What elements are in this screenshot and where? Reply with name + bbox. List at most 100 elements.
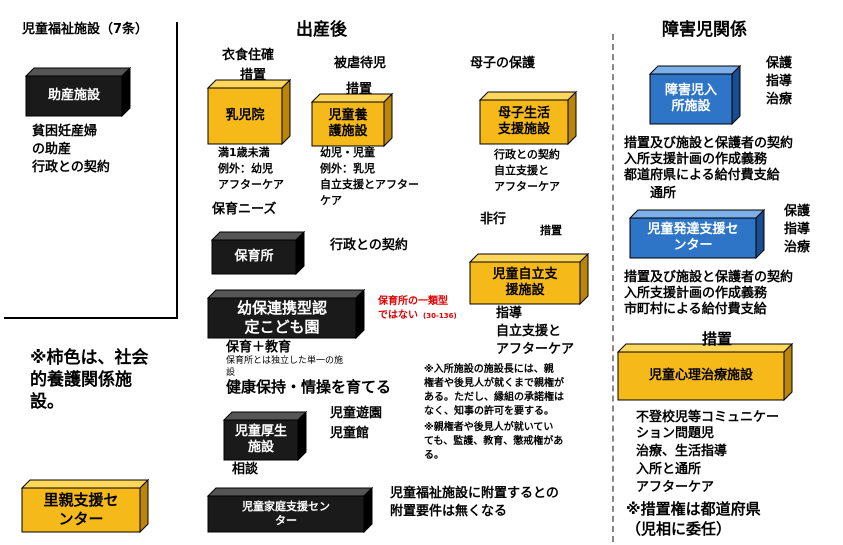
hattatsu-note-3: 市町村による給付費支給 [624,302,767,317]
kodomoen-red-note-2: ではない [378,310,418,321]
jido-jiritsu-label: 児童自立支 援施設 [492,266,558,298]
right-section-divider [612,34,614,542]
box-front-face [649,73,733,125]
box-top-face [20,479,150,489]
sochi-badge-2: 措置 [346,82,373,97]
right-header: 障害児関係 [662,20,747,40]
boshi-note-1: 行政との契約 [494,148,560,161]
boshi-note-2: 自立支援と [494,164,549,177]
hoiku-needs-label: 保育ニーズ [212,202,277,217]
box-top-face [206,289,366,299]
hattatsu-side-3: 治療 [784,240,811,255]
box-shape [210,230,306,276]
box-side-face [355,288,365,340]
box-front-face [223,419,299,461]
nyujiin-label: 乳児院 [225,107,265,123]
kodomoen-note-3: 健康保持・情操を育てる [226,378,392,396]
kodomoen-red-note-1: 保育所の一類型 [378,296,448,307]
box-front-face [207,297,357,339]
sodan-label: 相談 [232,462,259,477]
jido-hattatsu-shien-center-label: 児童発達支援セ ンター [647,221,739,253]
box-front-face [207,87,283,145]
sochi-badge-1: 措置 [240,68,267,83]
jido-shinri-chiryo-box: 児童心理治療施設 [616,342,794,402]
jido-katei-shien-center-box: 児童家庭支援セン ター [206,486,374,534]
josan-note-1: 貧困妊産婦 [32,124,98,139]
shinri-note-1: 不登校児等コミュニケー [636,410,780,425]
box-side-face [567,90,577,146]
box-shape [222,410,308,462]
box-shape [616,342,794,402]
boshi-seikatsu-label: 母子生活 支援施設 [497,105,550,137]
jido-hattatsu-shien-center-box: 児童発達支援セ ンター [628,208,766,260]
jiritsu-note-1: 指導 [496,306,523,321]
jido-shinri-chiryo-label: 児童心理治療施設 [648,367,753,383]
box-shape [648,64,742,126]
box-shape [20,478,150,534]
kakiiro-note-1: ※柿色は、社会 [30,348,149,368]
box-shape [468,252,590,306]
boshi-note-3: アフターケア [494,180,560,193]
header-underline-left [176,22,178,317]
sochi-ken-note-2: （児相に委任） [626,520,732,538]
nyujiin-box: 乳児院 [206,78,292,146]
box-front-face [25,75,123,117]
jido-yogo-label: 児童養 護施設 [328,107,368,139]
hattatsu-note-2: 入所支援計画の作成義務 [624,286,768,301]
shisetsucho-note-5: ※親権者や後見人が就いてい [424,422,554,433]
box-top-face [222,411,308,421]
josan-note-3: 行政との契約 [32,160,110,175]
box-side-face [383,92,393,148]
box-side-face [363,486,373,534]
box-shape [628,208,766,260]
shisetsucho-note-3: ある。ただし、縁組の承諾権は [424,392,564,403]
hattatsu-note-1: 措置及び施設と保護者の契約 [624,270,794,285]
box-shape [310,92,394,148]
box-front-face [469,261,581,305]
left-section-divider [4,317,178,319]
nyujiin-note-1: 満1歳未満 [218,146,270,159]
jido-jiritsu-box: 児童自立支 援施設 [468,252,590,306]
box-side-face [297,410,307,462]
middle-header: 出産後 [296,20,347,40]
satooya-shien-center-box: 里親支援セ ンター [20,478,150,534]
nyusho-side-3: 治療 [766,92,793,107]
hattatsu-side-1: 保護 [784,204,811,219]
shisetsucho-note-7: る。 [424,450,444,461]
kodomoen-label: 幼保連携型認 定こども園 [236,299,327,336]
jido-kosei-label: 児童厚生 施設 [234,423,287,455]
hattatsu-side-2: 指導 [784,222,811,237]
nyusho-side-2: 指導 [766,74,793,89]
sochi-ken-note-1: ※措置権は都道府県 [626,500,761,518]
shogaiji-nyusho-box: 障害児入 所施設 [648,64,742,126]
box-side-face [139,478,149,534]
kodomoen-box: 幼保連携型認 定こども園 [206,288,366,340]
nyusho-note-2: 入所支援計画の作成義務 [624,152,768,167]
boshi-header: 母子の保護 [470,56,536,71]
shisetsucho-note-2: 権者や後見人が就くまで親権が [424,378,564,389]
yogo-note-3: 自立支援とアフター [320,178,419,191]
jiritsu-note-3: アフターケア [496,342,575,357]
tsusho-label: 通所 [650,186,677,201]
katei-note-2: 附置要件は無くなる [390,504,508,519]
box-side-face [755,208,765,260]
kakiiro-note-2: 的養護関係施 [30,370,132,390]
left-header: 児童福祉施設（7条） [22,22,149,37]
higyaku-label: 被虐待児 [334,56,387,71]
kodomoen-note-1: 保育＋教育 [226,340,292,355]
jido-katei-shien-center-label: 児童家庭支援セン ター [242,500,330,527]
box-top-face [210,231,306,241]
jido-kosei-box: 児童厚生 施設 [222,410,308,462]
yogo-note-2: 例外：乳児 [320,162,375,175]
box-shape [24,66,132,118]
kakiiro-note-3: 設。 [30,392,64,412]
box-side-face [783,342,793,402]
kosei-note-1: 児童遊園 [330,406,383,421]
box-front-face [311,101,385,147]
josan-shisetsu-box: 助産施設 [24,66,132,118]
box-front-face [479,99,569,145]
sochi-badge-4: 措置 [702,330,733,348]
yogo-note-1: 幼児・児童 [320,146,375,159]
ishoku-label: 衣食住確 [222,48,275,63]
josan-note-2: の助産 [32,142,72,157]
